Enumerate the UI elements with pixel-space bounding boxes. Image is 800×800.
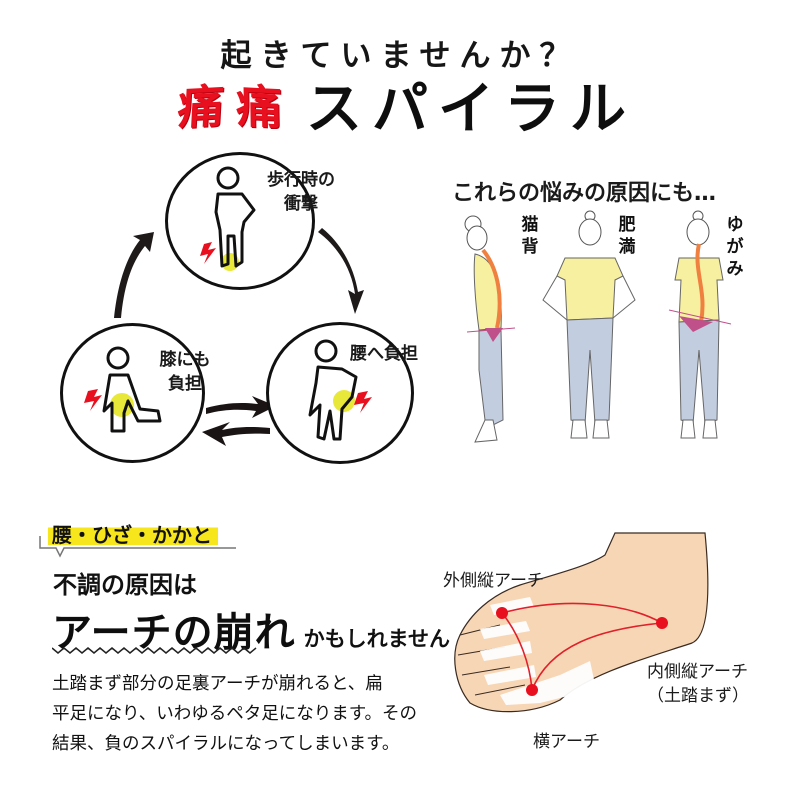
arrow-down-icon bbox=[318, 228, 364, 314]
main-title: 痛 痛 スパイラル bbox=[176, 74, 636, 142]
label-obesity: 肥 満 bbox=[618, 215, 636, 257]
transverse-arch-point-icon bbox=[526, 684, 538, 696]
exchange-arrows-icon bbox=[202, 396, 276, 446]
posture-figures-illustration bbox=[464, 210, 732, 443]
knee-burden-label: 膝にも 負担 bbox=[159, 350, 211, 394]
cycle-circle-knee bbox=[60, 323, 205, 463]
transverse-arch-label: 横アーチ bbox=[533, 732, 600, 752]
spiral-title: スパイラル bbox=[306, 76, 636, 142]
cycle-arrows bbox=[114, 228, 364, 446]
maybe-text: かもしれません bbox=[303, 627, 450, 651]
kneeling-figure-knee-pain-icon bbox=[84, 346, 162, 433]
symptom-tag: 腰・ひざ・かかと bbox=[48, 519, 218, 548]
foot-arch-diagram bbox=[454, 532, 709, 713]
label-distortion: ゆ が み bbox=[726, 215, 744, 279]
headline-arch-collapse: アーチの崩れ かもしれません bbox=[52, 600, 450, 658]
overweight-figure-icon bbox=[542, 210, 636, 439]
distorted-posture-figure-icon bbox=[668, 210, 732, 439]
causes-heading: これらの悩みの原因にも… bbox=[452, 181, 717, 206]
label-hunched-back: 猫 背 bbox=[521, 215, 539, 257]
outer-arch-label: 外側縦アーチ bbox=[443, 571, 544, 591]
headline-cause: 不調の原因は bbox=[53, 571, 197, 599]
walking-impact-label: 歩行時の 衝撃 bbox=[267, 170, 335, 214]
outer-arch-point-icon bbox=[496, 607, 508, 619]
standing-figure-back-pain-icon bbox=[308, 339, 372, 441]
back-burden-label: 腰へ負担 bbox=[350, 344, 418, 364]
cycle-circle-walking bbox=[165, 152, 315, 290]
speech-bubble-line bbox=[39, 536, 236, 558]
arch-description: 土踏まず部分の足裏アーチが崩れると、扁 平足になり、いわゆるペタ足になります。そ… bbox=[52, 674, 418, 754]
arrow-up-icon bbox=[114, 232, 154, 318]
wavy-underline bbox=[52, 647, 257, 654]
inner-arch-point-icon bbox=[656, 617, 668, 629]
inner-arch-label: 内側縦アーチ （土踏まず） bbox=[647, 662, 749, 706]
hunched-back-figure-icon bbox=[464, 215, 516, 443]
walking-figure-knee-pain-icon bbox=[200, 166, 256, 271]
subtitle: 起きていませんか？ bbox=[220, 38, 580, 74]
